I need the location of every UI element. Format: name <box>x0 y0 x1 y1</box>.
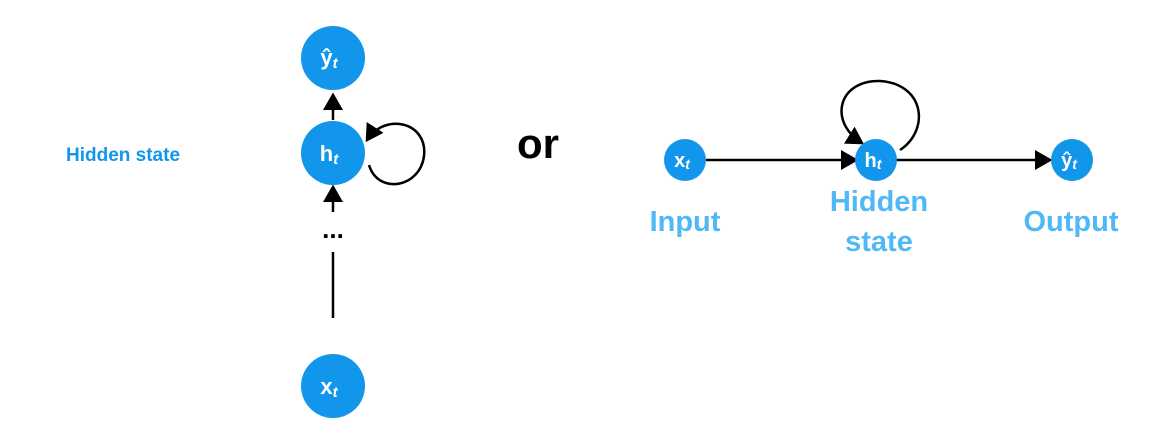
right-output-label: Output <box>1023 206 1118 238</box>
right-input-node: xt <box>664 139 706 181</box>
left-diagram: Hidden state ... ŷt ht xt <box>66 26 426 418</box>
right-output-node-label: ŷ <box>1061 150 1073 172</box>
left-ellipsis: ... <box>322 214 344 244</box>
right-output-node-subscript: t <box>1072 156 1078 172</box>
right-hidden-node: ht <box>855 139 897 181</box>
right-hidden-node-label: h <box>865 150 877 172</box>
left-input-node-subscript: t <box>333 384 339 401</box>
left-output-node-label: ŷ <box>320 45 333 70</box>
svg-text:xt: xt <box>320 374 338 401</box>
left-output-node: ŷt <box>301 26 365 90</box>
left-hidden-state-label: Hidden state <box>66 145 180 166</box>
right-output-node: ŷt <box>1051 139 1093 181</box>
right-hidden-label-line1: Hidden <box>830 186 928 218</box>
left-hidden-node-label: h <box>320 141 333 166</box>
or-separator: or <box>517 120 559 167</box>
svg-text:xt: xt <box>674 150 691 172</box>
svg-text:ŷt: ŷt <box>1061 150 1078 172</box>
right-input-node-subscript: t <box>685 156 691 172</box>
svg-text:ht: ht <box>865 150 883 172</box>
left-hidden-node: ht <box>301 121 365 185</box>
svg-text:ht: ht <box>320 141 339 168</box>
right-self-loop <box>840 79 921 152</box>
left-hidden-node-subscript: t <box>333 151 339 168</box>
right-input-label: Input <box>650 206 721 238</box>
right-diagram: xt ht ŷt Input Hidden state Output <box>650 79 1119 258</box>
left-input-node: xt <box>301 354 365 418</box>
right-hidden-node-subscript: t <box>877 156 883 172</box>
svg-text:ŷt: ŷt <box>320 45 338 72</box>
right-input-node-label: x <box>674 150 685 172</box>
left-output-node-subscript: t <box>333 55 339 72</box>
left-self-loop <box>365 121 426 186</box>
left-input-node-label: x <box>320 374 333 399</box>
right-hidden-label-line2: state <box>845 226 913 258</box>
